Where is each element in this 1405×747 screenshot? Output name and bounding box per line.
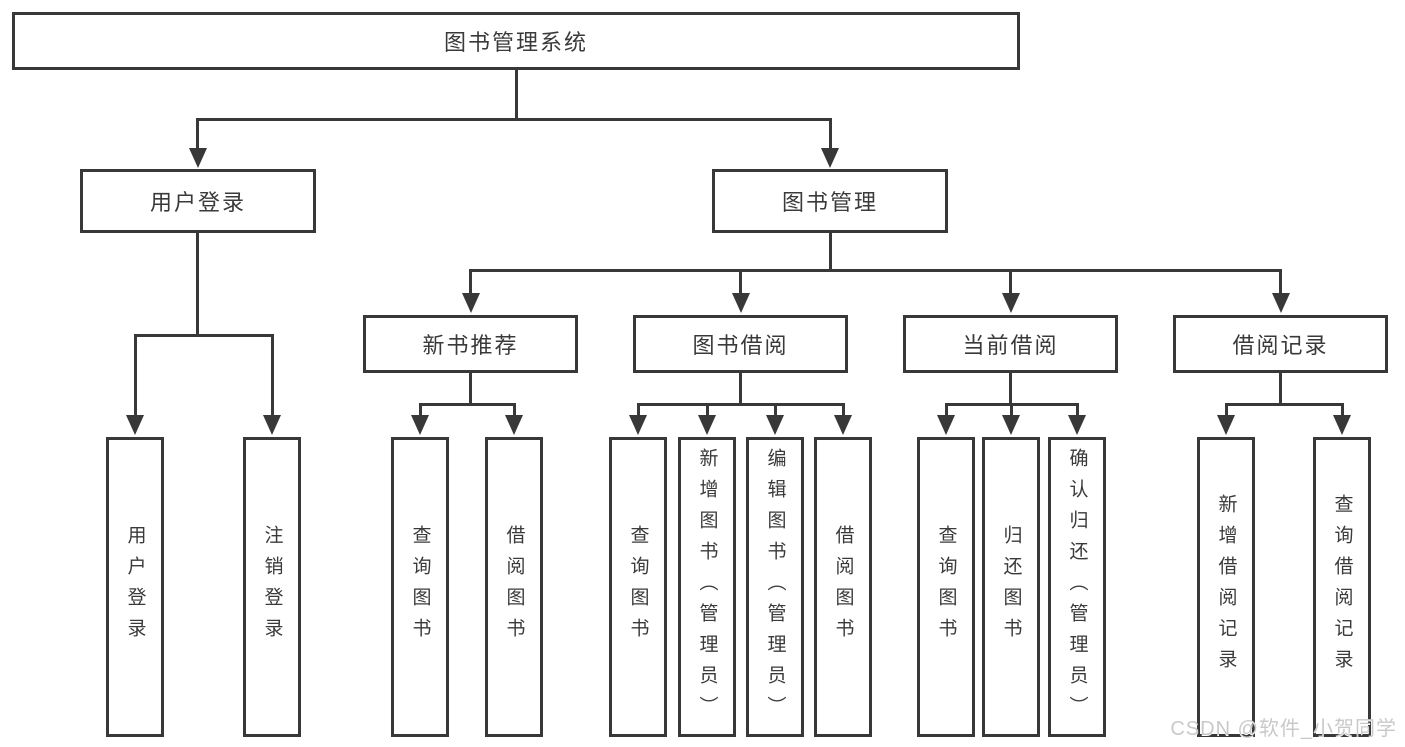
leaf-label: 查询图书 xyxy=(627,525,649,649)
connector-line xyxy=(1279,269,1282,297)
leaf-add-borrow-record: 新增借阅记录 xyxy=(1197,437,1255,737)
arrow-down-icon xyxy=(1333,415,1351,435)
connector-line xyxy=(945,403,948,419)
arrow-down-icon xyxy=(189,148,207,168)
arrow-down-icon xyxy=(698,415,716,435)
leaf-label: 编辑图书（管理员） xyxy=(764,447,786,727)
arrow-down-icon xyxy=(1068,415,1086,435)
node-label: 图书借阅 xyxy=(692,333,789,358)
node-library-system-root: 图书管理系统 xyxy=(12,12,1020,70)
arrow-down-icon xyxy=(462,293,480,313)
node-book-management: 图书管理 xyxy=(712,169,948,233)
connector-line xyxy=(1010,403,1013,419)
connector-line xyxy=(196,118,199,160)
connector-line xyxy=(513,403,516,419)
leaf-label: 确认归还（管理员） xyxy=(1066,447,1088,727)
connector-line xyxy=(196,118,832,121)
connector-line xyxy=(1341,403,1344,419)
arrow-down-icon xyxy=(1272,293,1290,313)
leaf-confirm-return-admin: 确认归还（管理员） xyxy=(1048,437,1106,737)
node-borrowing-records: 借阅记录 xyxy=(1173,315,1388,373)
arrow-down-icon xyxy=(937,415,955,435)
node-label: 新书推荐 xyxy=(422,333,519,358)
arrow-down-icon xyxy=(1002,293,1020,313)
arrow-down-icon xyxy=(263,415,281,435)
leaf-label: 借阅图书 xyxy=(503,525,525,649)
connector-line xyxy=(515,70,518,120)
leaf-label: 注销登录 xyxy=(261,525,283,649)
leaf-label: 用户登录 xyxy=(124,525,146,649)
connector-line xyxy=(829,118,832,160)
arrow-down-icon xyxy=(732,293,750,313)
connector-line xyxy=(469,269,1282,272)
connector-line xyxy=(469,269,472,297)
node-book-borrowing: 图书借阅 xyxy=(633,315,848,373)
leaf-edit-books-admin: 编辑图书（管理员） xyxy=(746,437,804,737)
connector-line xyxy=(1225,403,1344,406)
leaf-logout-login: 注销登录 xyxy=(243,437,301,737)
leaf-label: 查询图书 xyxy=(409,525,431,649)
node-label: 图书管理 xyxy=(781,190,878,215)
leaf-query-books-recommend: 查询图书 xyxy=(391,437,449,737)
leaf-label: 新增借阅记录 xyxy=(1215,494,1237,680)
arrow-down-icon xyxy=(629,415,647,435)
leaf-label: 归还图书 xyxy=(1000,525,1022,649)
leaf-return-books: 归还图书 xyxy=(982,437,1040,737)
leaf-label: 查询图书 xyxy=(935,525,957,649)
leaf-label: 借阅图书 xyxy=(832,525,854,649)
connector-line xyxy=(419,403,422,419)
watermark: CSDN @软件_小贺同学 xyxy=(1170,718,1397,740)
arrow-down-icon xyxy=(821,148,839,168)
node-label: 用户登录 xyxy=(149,190,246,215)
leaf-query-borrow-record: 查询借阅记录 xyxy=(1313,437,1371,737)
leaf-borrow-books-recommend: 借阅图书 xyxy=(485,437,543,737)
connector-line xyxy=(774,403,777,419)
connector-line xyxy=(1076,403,1079,419)
leaf-add-books-admin: 新增图书（管理员） xyxy=(678,437,736,737)
connector-line xyxy=(196,232,199,336)
connector-line xyxy=(1009,373,1012,405)
connector-line xyxy=(637,403,640,419)
arrow-down-icon xyxy=(126,415,144,435)
connector-line xyxy=(134,334,137,424)
connector-line xyxy=(739,269,742,297)
node-label: 图书管理系统 xyxy=(443,30,588,55)
node-label: 当前借阅 xyxy=(962,333,1059,358)
arrow-down-icon xyxy=(766,415,784,435)
leaf-query-books-current: 查询图书 xyxy=(917,437,975,737)
node-new-book-recommendation: 新书推荐 xyxy=(363,315,578,373)
connector-line xyxy=(134,334,274,337)
leaf-user-login: 用户登录 xyxy=(106,437,164,737)
connector-line xyxy=(739,373,742,405)
connector-line xyxy=(706,403,709,419)
connector-line xyxy=(1225,403,1228,419)
arrow-down-icon xyxy=(505,415,523,435)
leaf-label: 查询借阅记录 xyxy=(1331,494,1353,680)
leaf-query-books-borrowing: 查询图书 xyxy=(609,437,667,737)
connector-line xyxy=(419,403,516,406)
arrow-down-icon xyxy=(834,415,852,435)
leaf-label: 新增图书（管理员） xyxy=(696,447,718,727)
connector-line xyxy=(271,334,274,424)
node-user-login: 用户登录 xyxy=(80,169,316,233)
leaf-borrow-books-borrowing: 借阅图书 xyxy=(814,437,872,737)
connector-line xyxy=(842,403,845,419)
connector-line xyxy=(1279,373,1282,405)
connector-line xyxy=(1009,269,1012,297)
node-label: 借阅记录 xyxy=(1232,333,1329,358)
connector-line xyxy=(829,232,832,271)
arrow-down-icon xyxy=(1217,415,1235,435)
connector-line xyxy=(469,373,472,405)
node-current-borrowing: 当前借阅 xyxy=(903,315,1118,373)
arrow-down-icon xyxy=(411,415,429,435)
connector-line xyxy=(637,403,845,406)
arrow-down-icon xyxy=(1002,415,1020,435)
